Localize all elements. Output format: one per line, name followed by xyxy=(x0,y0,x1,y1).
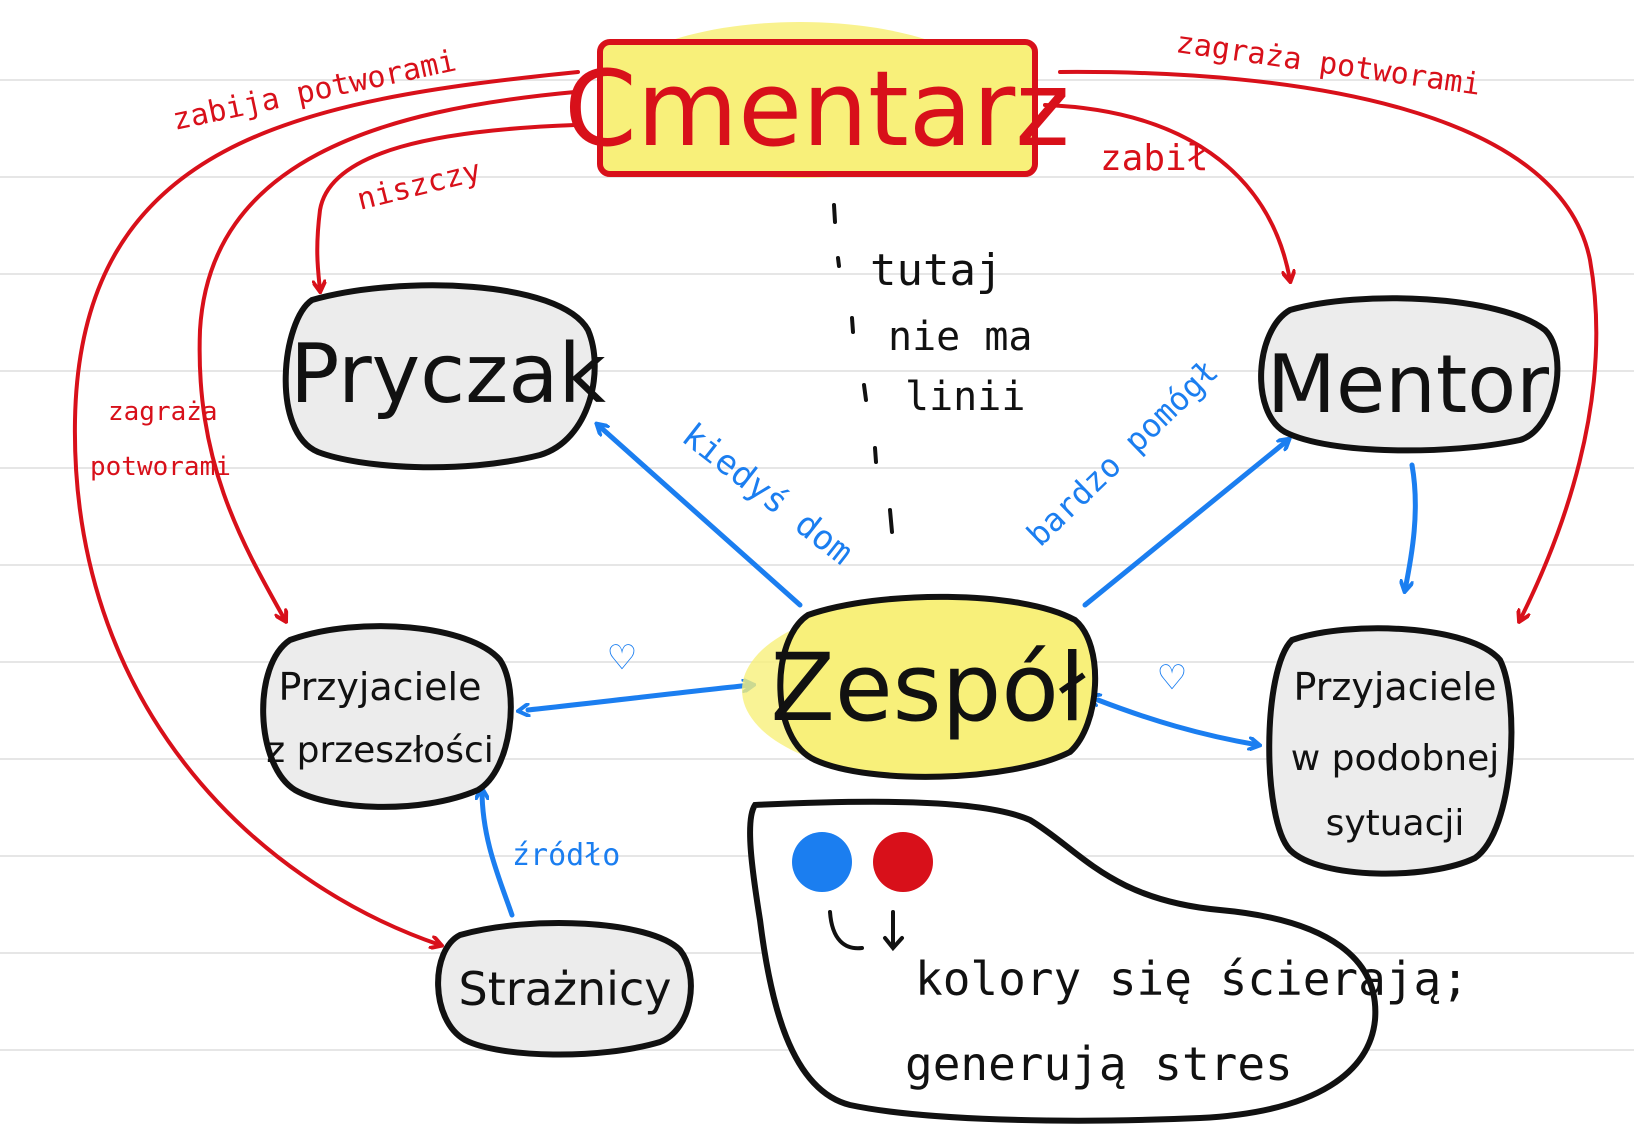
node-past-friends[interactable]: Przyjaciele z przeszłości xyxy=(260,623,514,810)
red-dot xyxy=(873,832,933,892)
heart-right-icon: ♡ xyxy=(1159,653,1184,702)
blue-edges xyxy=(482,425,1418,918)
node-mentor[interactable]: Mentor xyxy=(1258,295,1561,454)
past-friends-line2: z przeszłości xyxy=(266,730,494,771)
node-pryczak[interactable]: Pryczak xyxy=(282,282,607,471)
legend-line2: generują stres xyxy=(905,1037,1293,1091)
node-cmentarz[interactable]: Cmentarz xyxy=(564,22,1070,178)
label-zagraza-left-2: potworami xyxy=(90,452,231,482)
label-zabija-potworami: zabija potworami xyxy=(169,44,459,138)
edge-bardzo-pomogl xyxy=(1082,440,1288,608)
pryczak-label: Pryczak xyxy=(290,327,607,422)
past-friends-line1: Przyjaciele xyxy=(279,665,482,709)
note-line2: nie ma xyxy=(888,314,1033,360)
no-line-dashes xyxy=(832,203,894,534)
edge-kiedys-dom xyxy=(598,425,803,608)
label-zagraza-left-1: zagraża xyxy=(108,397,218,427)
legend-box: kolory się ścierają; generują stres xyxy=(747,798,1469,1124)
zespol-label: Zespół xyxy=(770,634,1085,743)
similar-friends-line1: Przyjaciele xyxy=(1294,665,1497,709)
similar-friends-line2: w podobnej xyxy=(1291,738,1499,779)
edge-zespol-similar-friends xyxy=(1098,700,1258,745)
node-zespol[interactable]: Zespół xyxy=(742,593,1099,780)
label-niszczy: niszczy xyxy=(353,153,484,218)
red-edges xyxy=(72,69,1599,945)
label-zabil: zabił xyxy=(1100,138,1208,179)
note-line1: tutaj xyxy=(870,245,1002,296)
edge-zespol-past-friends xyxy=(528,685,752,710)
mentor-label: Mentor xyxy=(1267,338,1549,431)
edge-zagraza-past-friends xyxy=(197,90,577,620)
node-similar-friends[interactable]: Przyjaciele w podobnej sytuacji xyxy=(1266,625,1515,877)
heart-left-icon: ♡ xyxy=(609,633,634,682)
edge-niszczy-pryczak xyxy=(317,123,577,290)
label-bardzo-pomogl: bardzo pomógł xyxy=(1019,352,1226,553)
note-line3: linii xyxy=(905,374,1025,420)
label-kiedys-dom: kiedyś dom xyxy=(674,416,860,574)
label-zrodlo: źródło xyxy=(512,838,620,873)
straznicy-label: Strażnicy xyxy=(459,962,672,1016)
blue-dot xyxy=(792,832,852,892)
edge-zabil-mentor xyxy=(1043,103,1290,280)
edge-mentor-to-similar xyxy=(1405,462,1418,590)
edge-straznicy-zrodlo xyxy=(482,790,515,918)
cmentarz-label: Cmentarz xyxy=(564,48,1070,170)
legend-line1: kolory się ścierają; xyxy=(915,952,1469,1006)
edge-zabija-straznicy xyxy=(72,70,580,945)
similar-friends-line3: sytuacji xyxy=(1326,803,1465,844)
node-straznicy[interactable]: Strażnicy xyxy=(435,920,694,1058)
edge-zagraza-similar-friends xyxy=(1058,69,1599,620)
